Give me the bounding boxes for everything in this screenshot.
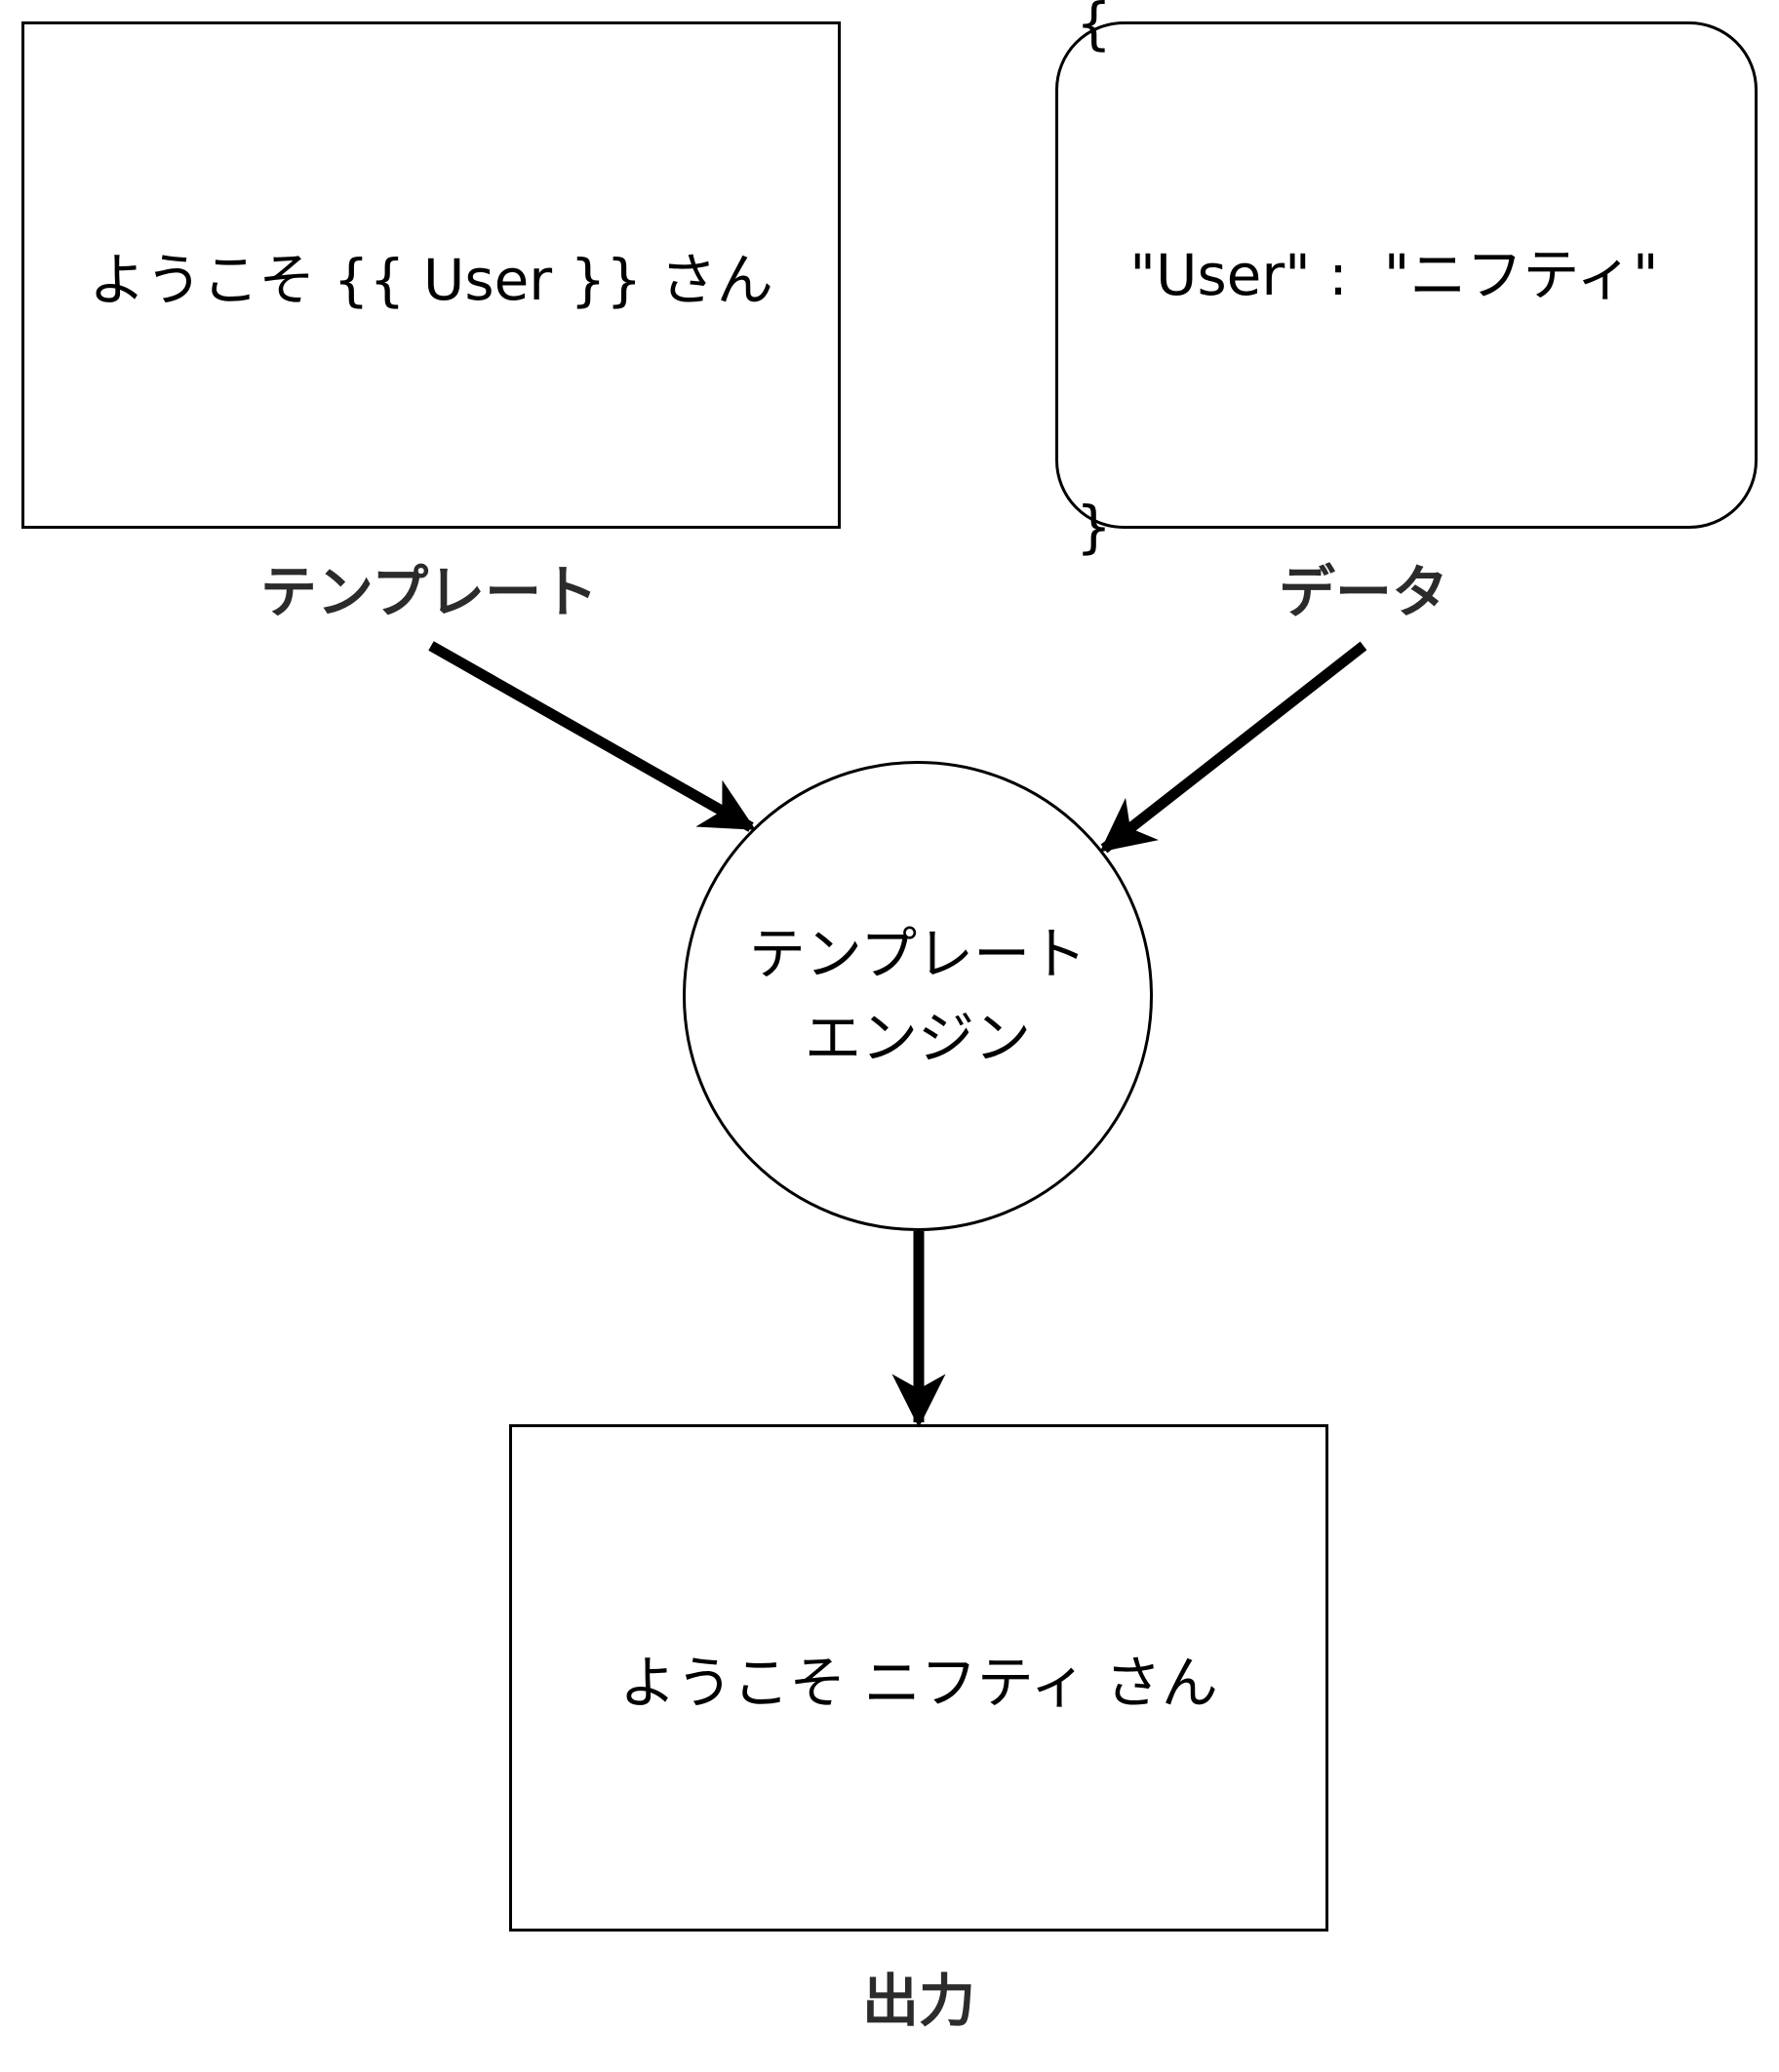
data-json: { "User" : "ニフティ" } xyxy=(1076,0,1659,737)
template-box: ようこそ {{ User }} さん xyxy=(21,21,841,529)
template-engine-node: テンプレート エンジン xyxy=(683,761,1153,1231)
data-line-close: } xyxy=(1076,494,1112,560)
engine-label-line-2: エンジン xyxy=(804,1005,1031,1071)
data-caption: データ xyxy=(1278,559,1449,625)
template-caption: テンプレート xyxy=(259,559,599,625)
output-text: ようこそ ニフティ さん xyxy=(619,1650,1218,1716)
data-box: { "User" : "ニフティ" } xyxy=(1055,0,1758,560)
template-text: ようこそ {{ User }} さん xyxy=(89,247,773,313)
engine-label-line-1: テンプレート xyxy=(748,921,1087,987)
data-line-pair: "User" : "ニフティ" xyxy=(1076,242,1659,308)
output-box: ようこそ ニフティ さん xyxy=(509,1424,1328,1932)
arrow-template-to-engine xyxy=(428,641,756,832)
output-caption: 出力 xyxy=(861,1968,976,2034)
data-line-open: { xyxy=(1076,0,1112,57)
